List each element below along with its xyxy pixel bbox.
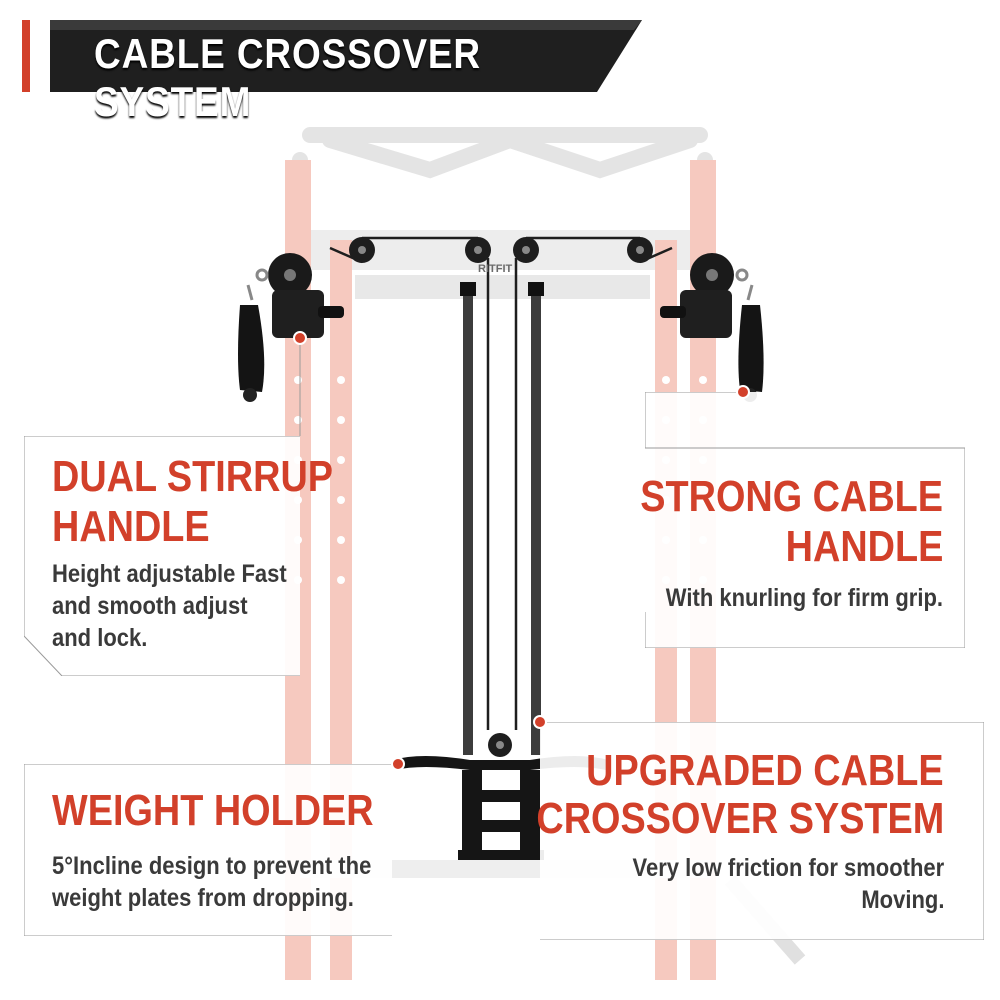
callout-title-line: STRONG CABLE [640, 472, 943, 521]
callout-upgraded-crossover-system: UPGRADED CABLE CROSSOVER SYSTEM Very low… [536, 722, 984, 940]
page-title: CABLE CROSSOVER SYSTEM [94, 30, 481, 125]
callout-title-line: HANDLE [785, 522, 943, 571]
callout-title-line: UPGRADED CABLE [586, 746, 944, 795]
left-pulley-assembly [238, 253, 344, 402]
callout-title-line: HANDLE [52, 502, 210, 551]
callout-description-line: and smooth adjust [52, 592, 248, 620]
top-frame [292, 127, 713, 248]
top-pulleys [349, 237, 653, 263]
callout-title-line: DUAL STIRRUP [52, 452, 334, 501]
callout-weight-holder: WEIGHT HOLDER 5°Incline design to preven… [24, 764, 392, 936]
callout-description-line: and lock. [52, 624, 148, 652]
callout-description-line: 5°Incline design to prevent the [52, 852, 372, 880]
callout-description-line: weight plates from dropping. [52, 884, 354, 912]
cables [329, 236, 673, 730]
brand-logo: RITFIT [478, 263, 512, 275]
callout-dual-stirrup-handle: DUAL STIRRUP HANDLE Height adjustable Fa… [24, 436, 333, 676]
header-banner: CABLE CROSSOVER SYSTEM [22, 20, 642, 125]
guide-rods [460, 282, 544, 755]
lower-crossbar [355, 275, 650, 299]
callout-description-line: Moving. [860, 886, 944, 914]
callout-title-line: WEIGHT HOLDER [52, 786, 374, 835]
callout-strong-cable-handle: STRONG CABLE HANDLE With knurling for fi… [640, 392, 965, 648]
banner-background [22, 20, 642, 92]
callout-description-line: Very low friction for smoother [632, 854, 944, 882]
callout-description-line: With knurling for firm grip. [665, 584, 943, 612]
callout-description-line: Height adjustable Fast [52, 560, 287, 588]
callout-title-line: CROSSOVER SYSTEM [536, 794, 944, 843]
